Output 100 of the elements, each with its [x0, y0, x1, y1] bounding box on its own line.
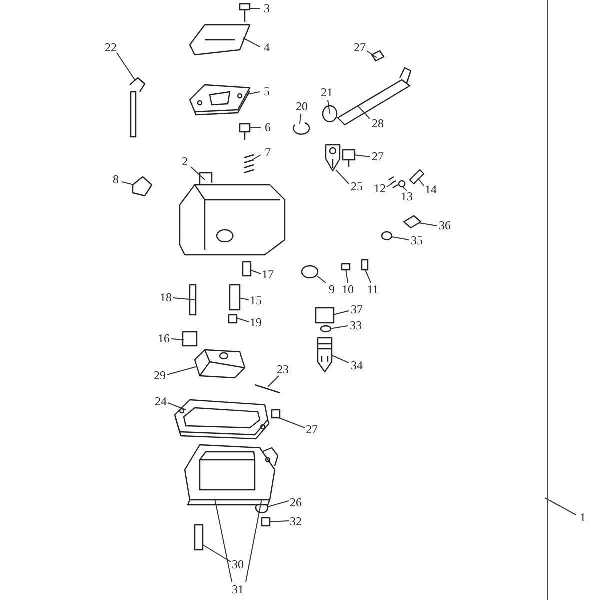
leader-line	[366, 50, 378, 58]
clip-drawing	[292, 122, 310, 136]
needle-drawing	[409, 169, 425, 185]
callout-number: 10	[342, 284, 354, 296]
callout-number: 3	[264, 2, 270, 16]
leader-line	[190, 166, 206, 180]
spring-drawing	[388, 176, 399, 189]
callout-number: 25	[351, 180, 363, 194]
leader-line	[386, 184, 392, 188]
callout-number: 2	[182, 156, 188, 168]
leader-line	[202, 544, 232, 562]
screw-drawing	[239, 3, 251, 23]
leader-line	[242, 38, 260, 48]
leader-line	[358, 106, 370, 120]
leader-line	[172, 298, 196, 300]
screw-drawing	[361, 259, 369, 271]
float-drawing	[194, 349, 246, 379]
leader-line	[328, 100, 330, 114]
callout-number: 33	[350, 320, 362, 332]
callout-number: 17	[262, 268, 274, 282]
callout-number: 29	[154, 370, 166, 382]
leader-line	[122, 182, 134, 186]
gasket-drawing	[189, 84, 251, 116]
callout-number: 27	[372, 150, 384, 164]
screw-drawing	[342, 149, 356, 168]
screw-drawing	[239, 123, 251, 141]
leader-line	[170, 338, 184, 340]
callout-number: 35	[411, 234, 423, 248]
plug-drawing	[228, 314, 238, 324]
callout-number: 8	[113, 174, 119, 186]
callout-number: 26	[290, 496, 302, 510]
leader-line	[364, 268, 372, 284]
leader-line	[268, 500, 290, 508]
screw-drawing	[371, 50, 385, 62]
disc-drawing	[301, 265, 319, 279]
lever-drawing	[325, 144, 341, 172]
leader-line	[354, 154, 370, 158]
callout-number: 9	[329, 284, 335, 296]
plunger-drawing	[317, 337, 333, 373]
callout-number: 34	[351, 360, 363, 372]
callout-number: 15	[250, 294, 262, 308]
leader-line	[402, 186, 408, 192]
leader-line	[246, 498, 262, 582]
callout-number: 7	[265, 146, 271, 160]
callout-number: 19	[250, 316, 262, 330]
leader-line	[418, 178, 424, 186]
leader-line	[544, 498, 576, 516]
ring-drawing	[381, 231, 393, 241]
callout-number: 5	[264, 86, 270, 98]
leader-line	[336, 170, 350, 184]
callout-number: 23	[277, 364, 289, 376]
callout-number: 21	[321, 86, 333, 100]
leader-line	[244, 92, 260, 96]
cover-plate-drawing	[189, 24, 251, 56]
valve-drawing	[315, 307, 335, 324]
leader-line	[214, 498, 232, 582]
leader-line	[392, 236, 410, 240]
float-bowl-drawing	[184, 444, 279, 506]
pin-drawing	[254, 384, 280, 394]
screw-drawing	[261, 517, 271, 527]
carburetor-body-drawing	[179, 172, 286, 256]
collar-drawing	[322, 105, 338, 123]
gasket-drawing	[174, 399, 270, 440]
leader-line	[236, 318, 250, 322]
leader-line	[330, 354, 350, 364]
plate-drawing	[132, 176, 153, 197]
screw-drawing	[403, 215, 422, 229]
screw-drawing	[271, 409, 281, 419]
callout-number: 4	[264, 42, 270, 54]
callout-number: 31	[232, 584, 244, 596]
leader-line	[418, 222, 438, 226]
callout-number: 14	[425, 184, 437, 196]
spring-drawing	[243, 154, 255, 174]
leader-line	[250, 270, 262, 274]
jet-drawing	[189, 284, 197, 316]
leader-line	[270, 520, 290, 522]
callout-number: 27	[354, 42, 366, 54]
callout-number: 20	[296, 100, 308, 114]
jet-drawing	[229, 284, 241, 311]
leader-line	[268, 376, 280, 388]
callout-number: 6	[265, 122, 271, 134]
callout-number: 12	[374, 182, 386, 196]
callout-number: 32	[290, 516, 302, 528]
callout-number: 18	[160, 292, 172, 304]
shaft-drawing	[337, 67, 412, 126]
leader-line	[316, 276, 326, 284]
leader-line	[116, 52, 136, 80]
leader-line	[330, 326, 348, 330]
leader-line	[346, 268, 348, 284]
bolt-drawing	[194, 524, 204, 551]
leader-line	[238, 298, 250, 300]
pipe-drawing	[129, 77, 146, 138]
callout-number: 16	[158, 332, 170, 346]
leader-line	[248, 8, 260, 10]
leader-line	[168, 402, 186, 410]
leader-line	[166, 366, 196, 376]
leader-line	[332, 310, 350, 316]
jet-drawing	[242, 261, 252, 277]
callout-number: 24	[155, 396, 167, 408]
callout-number: 37	[351, 304, 363, 316]
